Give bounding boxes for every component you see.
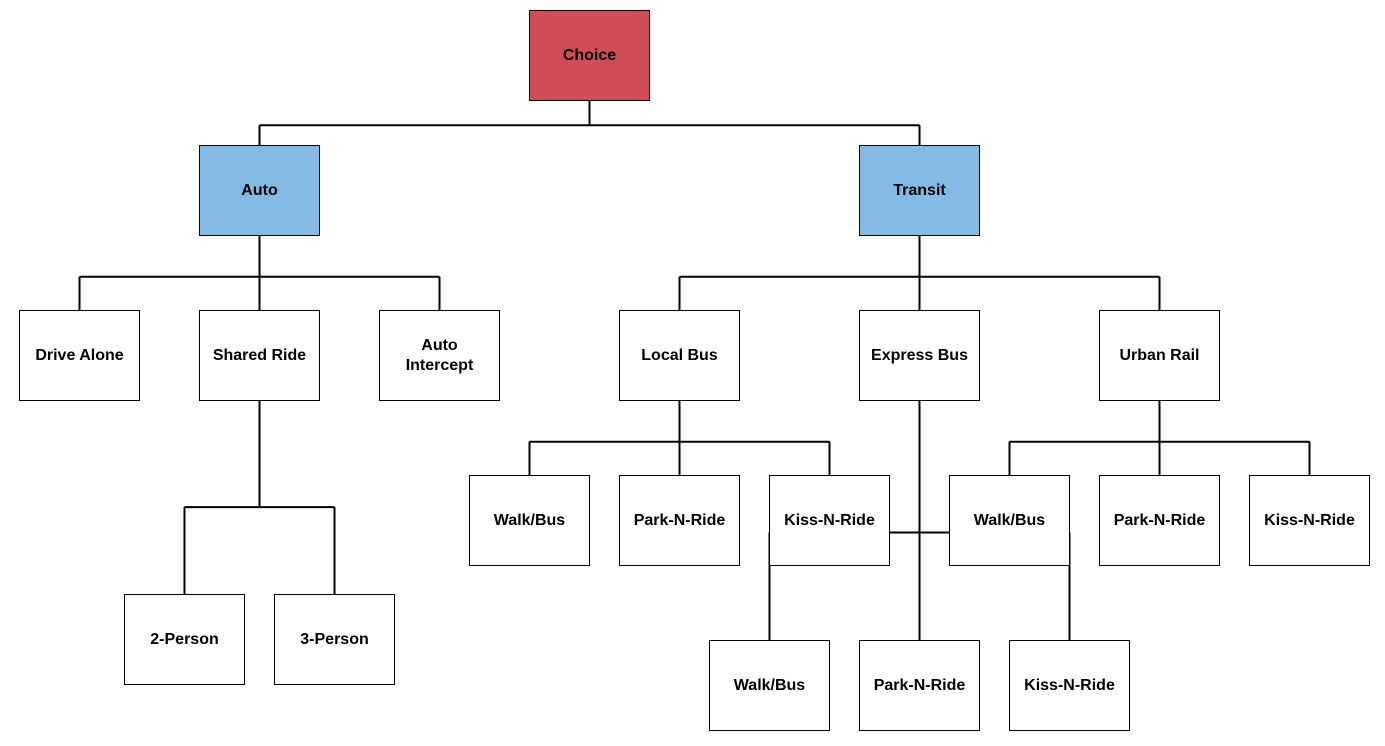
node-local-bus-walk-bus: Walk/Bus: [469, 475, 590, 566]
node-express-bus-kiss-n-ride: Kiss-N-Ride: [1009, 640, 1130, 731]
node-shared-ride: Shared Ride: [199, 310, 320, 401]
node-express-bus: Express Bus: [859, 310, 980, 401]
node-express-bus-park-n-ride: Park-N-Ride: [859, 640, 980, 731]
node-2-person: 2-Person: [124, 594, 245, 685]
node-urban-rail-park-n-ride: Park-N-Ride: [1099, 475, 1220, 566]
node-urban-rail: Urban Rail: [1099, 310, 1220, 401]
node-local-bus-kiss-n-ride: Kiss-N-Ride: [769, 475, 890, 566]
node-3-person: 3-Person: [274, 594, 395, 685]
node-drive-alone: Drive Alone: [19, 310, 140, 401]
node-transit: Transit: [859, 145, 980, 236]
node-auto-intercept: Auto Intercept: [379, 310, 500, 401]
node-express-bus-walk-bus: Walk/Bus: [709, 640, 830, 731]
node-urban-rail-walk-bus: Walk/Bus: [949, 475, 1070, 566]
node-local-bus: Local Bus: [619, 310, 740, 401]
node-local-bus-park-n-ride: Park-N-Ride: [619, 475, 740, 566]
node-auto: Auto: [199, 145, 320, 236]
node-choice: Choice: [529, 10, 650, 101]
node-urban-rail-kiss-n-ride: Kiss-N-Ride: [1249, 475, 1370, 566]
